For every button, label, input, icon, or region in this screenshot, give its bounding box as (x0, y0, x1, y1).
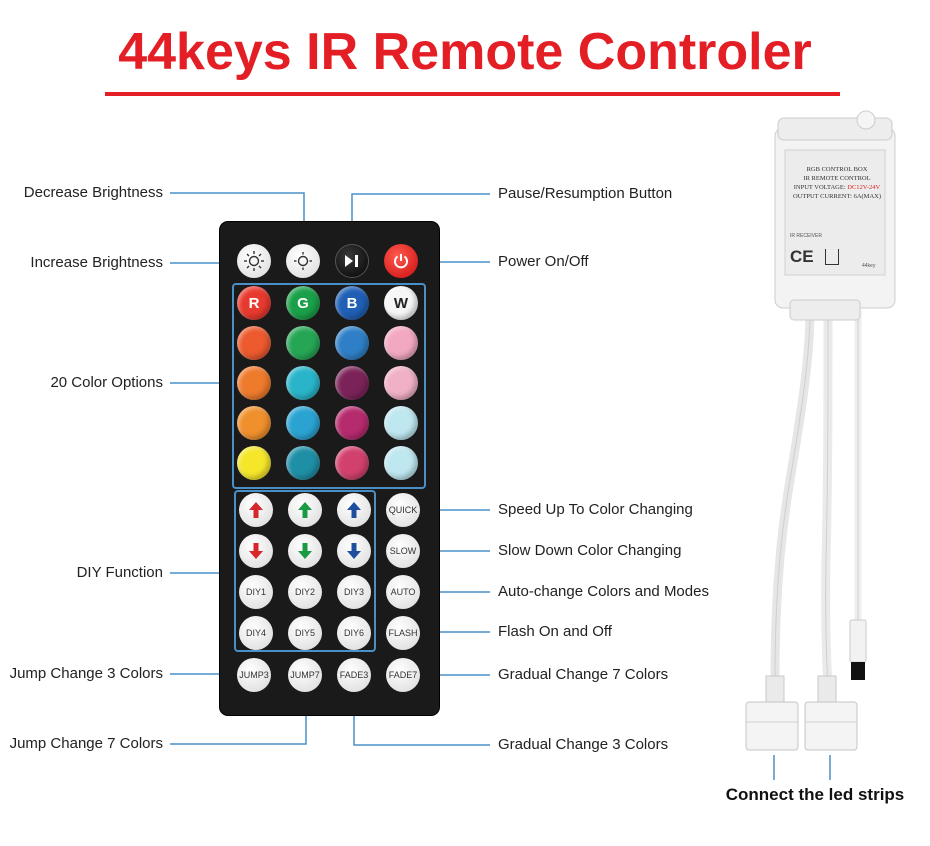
box-line4: OUTPUT CURRENT: 6A(MAX) (792, 193, 882, 200)
power-icon (394, 254, 408, 269)
ce-mark: CE (790, 247, 814, 266)
color-key-9[interactable] (237, 366, 271, 400)
color-key-12[interactable] (384, 366, 418, 400)
ir-remote: R G B W DIY1 DIY2 DIY3 DIY4 DIY5 DIY6 QUICK… (220, 222, 439, 715)
label-flash: Flash On and Off (498, 623, 612, 640)
blue-down-button[interactable] (337, 534, 371, 568)
sun-up-icon (244, 251, 264, 271)
arrow-down-green-icon (298, 543, 312, 559)
slow-button[interactable]: SLOW (386, 534, 420, 568)
color-key-letter: W (393, 294, 409, 312)
diy3-button[interactable]: DIY3 (337, 575, 371, 609)
keys-label: 44key (862, 263, 876, 269)
label-auto-change: Auto-change Colors and Modes (498, 583, 709, 600)
auto-button[interactable]: AUTO (386, 575, 420, 609)
color-key-letter: G (297, 294, 309, 312)
title-underline (105, 92, 840, 96)
arrow-up-blue-icon (347, 502, 361, 518)
rgb-control-box: RGB CONTROL BOX IR REMOTE CONTROL INPUT … (770, 115, 902, 315)
decrease-brightness-button[interactable] (286, 244, 320, 278)
label-color-options: 20 Color Options (50, 374, 163, 391)
color-key-20[interactable] (384, 446, 418, 480)
color-key-3[interactable]: B (335, 286, 369, 320)
color-key-1[interactable]: R (237, 286, 271, 320)
arrow-up-green-icon (298, 502, 312, 518)
arrow-up-red-icon (249, 502, 263, 518)
diy4-button[interactable]: DIY4 (239, 616, 273, 650)
label-diy-function: DIY Function (76, 564, 163, 581)
color-key-10[interactable] (286, 366, 320, 400)
fade3-button[interactable]: FADE3 (337, 658, 371, 692)
diy-frame (234, 490, 376, 652)
blue-up-button[interactable] (337, 493, 371, 527)
arrow-down-red-icon (249, 543, 263, 559)
fade7-button[interactable]: FADE7 (386, 658, 420, 692)
sun-down-icon (294, 252, 312, 270)
color-key-17[interactable] (237, 446, 271, 480)
box-line2: IR REMOTE CONTROL (803, 175, 871, 182)
box-line3: INPUT VOLTAGE: DC12V-24V (793, 184, 881, 191)
color-key-7[interactable] (335, 326, 369, 360)
red-down-button[interactable] (239, 534, 273, 568)
green-up-button[interactable] (288, 493, 322, 527)
increase-brightness-button[interactable] (237, 244, 271, 278)
color-key-19[interactable] (335, 446, 369, 480)
color-options-frame (232, 283, 426, 489)
diy5-button[interactable]: DIY5 (288, 616, 322, 650)
color-key-letter: R (248, 294, 260, 312)
color-key-18[interactable] (286, 446, 320, 480)
play-pause-icon (345, 255, 358, 267)
red-up-button[interactable] (239, 493, 273, 527)
arrow-down-blue-icon (347, 543, 361, 559)
label-jump7: Jump Change 7 Colors (9, 735, 163, 752)
green-down-button[interactable] (288, 534, 322, 568)
flash-button[interactable]: FLASH (386, 616, 420, 650)
box-line1: RGB CONTROL BOX (806, 166, 868, 173)
label-speed-up: Speed Up To Color Changing (498, 501, 693, 518)
label-jump3: Jump Change 3 Colors (9, 665, 163, 682)
color-key-2[interactable]: G (286, 286, 320, 320)
color-key-15[interactable] (335, 406, 369, 440)
quick-button[interactable]: QUICK (386, 493, 420, 527)
color-key-8[interactable] (384, 326, 418, 360)
jump3-button[interactable]: JUMP3 (237, 658, 271, 692)
color-key-11[interactable] (335, 366, 369, 400)
label-gradual7: Gradual Change 7 Colors (498, 666, 669, 683)
weee-bin-icon (825, 249, 839, 265)
label-slow-down: Slow Down Color Changing (498, 542, 682, 559)
diy1-button[interactable]: DIY1 (239, 575, 273, 609)
diy6-button[interactable]: DIY6 (337, 616, 371, 650)
label-increase-brightness: Increase Brightness (30, 254, 163, 271)
color-key-letter: B (346, 294, 358, 312)
color-key-16[interactable] (384, 406, 418, 440)
color-key-14[interactable] (286, 406, 320, 440)
ir-receiver-label: IR RECEIVER (790, 233, 822, 239)
page-title: 44keys IR Remote Controler (118, 23, 812, 81)
label-power: Power On/Off (498, 253, 589, 270)
diy2-button[interactable]: DIY2 (288, 575, 322, 609)
pause-resume-button[interactable] (335, 244, 369, 278)
label-decrease-brightness: Decrease Brightness (23, 184, 163, 201)
color-key-6[interactable] (286, 326, 320, 360)
color-key-4[interactable]: W (384, 286, 418, 320)
color-key-5[interactable] (237, 326, 271, 360)
power-button[interactable] (384, 244, 418, 278)
connect-strips-caption: Connect the led strips (725, 785, 905, 804)
jump7-button[interactable]: JUMP7 (288, 658, 322, 692)
label-gradual3: Gradual Change 3 Colors (498, 736, 669, 753)
label-pause: Pause/Resumption Button (498, 185, 673, 202)
color-key-13[interactable] (237, 406, 271, 440)
